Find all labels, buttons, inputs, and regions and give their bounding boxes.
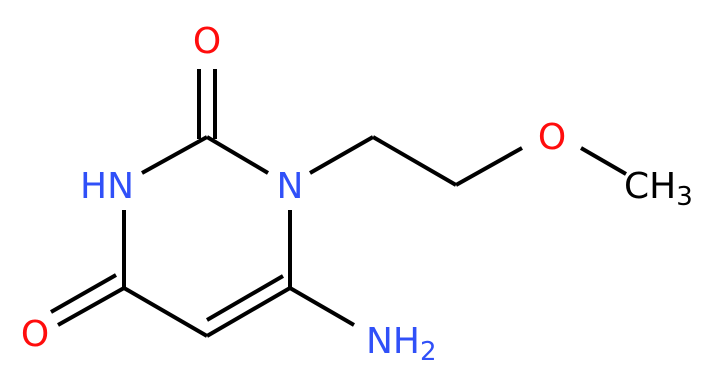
bond-c5-c6-a (205, 286, 292, 338)
bond-ch2-ch2 (371, 135, 458, 187)
amino-group: NH2 (366, 321, 437, 367)
methyl-subscript: 3 (676, 182, 693, 212)
ring-nitrogen-nh: HN (80, 166, 134, 207)
bond-c2-n1 (205, 135, 270, 175)
ether-oxygen: O (538, 117, 566, 158)
bonds (50, 69, 628, 338)
bond-c5-c6-b (205, 274, 285, 322)
bond-c6-nh2 (288, 286, 356, 327)
bond-c2-n3 (141, 135, 208, 175)
bond-o-ch3 (579, 146, 628, 176)
bond-c4-o-b (50, 273, 117, 314)
amino-subscript: 2 (420, 337, 437, 367)
methyl-group: CH3 (624, 166, 693, 212)
carbonyl-oxygen-top: O (193, 21, 221, 62)
atom-labels: O HN N O CH3 O NH2 (21, 21, 693, 367)
methyl-label: CH (624, 166, 676, 207)
ring-nitrogen-n1: N (277, 166, 304, 207)
bond-c4-c5 (122, 286, 209, 338)
carbonyl-oxygen-bottom: O (21, 314, 49, 355)
bond-ch2-o (455, 146, 523, 187)
bond-c4-o-a (57, 286, 125, 327)
bond-n1-ch2 (309, 135, 374, 175)
amino-label: NH (366, 321, 420, 362)
